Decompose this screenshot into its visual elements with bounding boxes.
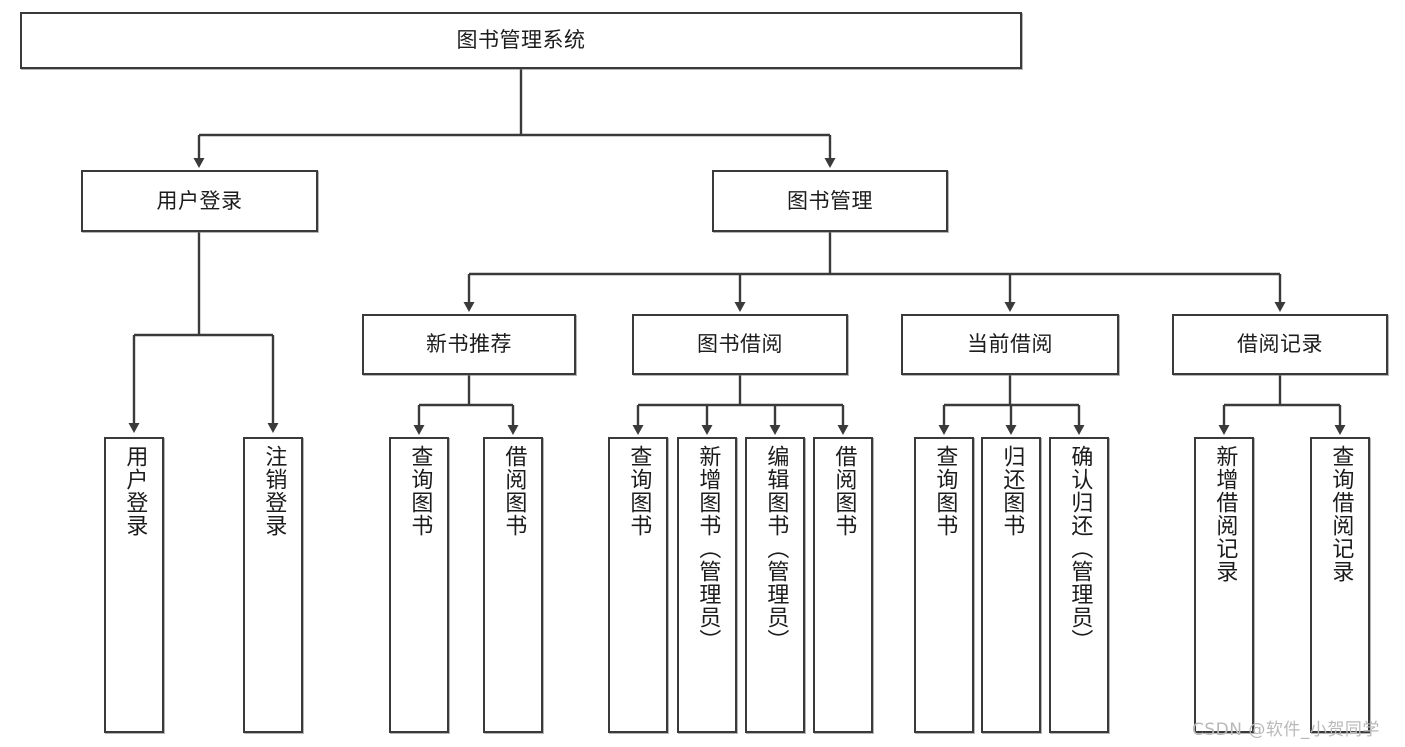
node-current-borrow[interactable]: 当前借阅 <box>901 314 1119 375</box>
leaf-label: 确认归还（管理员） <box>1067 445 1093 652</box>
leaf-label: 编辑图书（管理员） <box>763 445 789 652</box>
leaf-query-book-new[interactable]: 查询图书 <box>389 437 449 733</box>
leaf-query-book-current[interactable]: 查询图书 <box>914 437 974 733</box>
node-user-login[interactable]: 用户登录 <box>81 170 318 232</box>
watermark: CSDN @软件_小贺同学 <box>1192 720 1380 740</box>
leaf-label: 用户登录 <box>122 445 148 537</box>
node-book-management[interactable]: 图书管理 <box>712 170 948 232</box>
leaf-label: 查询图书 <box>407 445 433 537</box>
node-book-management-label: 图书管理 <box>787 188 873 213</box>
leaf-return-book[interactable]: 归还图书 <box>981 437 1041 733</box>
node-current-borrow-label: 当前借阅 <box>967 332 1053 357</box>
leaf-borrow-book-new[interactable]: 借阅图书 <box>483 437 543 733</box>
leaf-query-borrow-record[interactable]: 查询借阅记录 <box>1310 437 1370 733</box>
leaf-label: 借阅图书 <box>831 445 857 537</box>
node-book-borrow-label: 图书借阅 <box>697 332 783 357</box>
node-root[interactable]: 图书管理系统 <box>20 12 1022 69</box>
node-book-borrow[interactable]: 图书借阅 <box>632 314 848 375</box>
leaf-label: 借阅图书 <box>501 445 527 537</box>
leaf-query-book-borrow[interactable]: 查询图书 <box>608 437 668 733</box>
leaf-label: 查询图书 <box>932 445 958 537</box>
node-borrow-record[interactable]: 借阅记录 <box>1172 314 1388 375</box>
leaf-label: 注销登录 <box>261 445 287 537</box>
leaf-user-login[interactable]: 用户登录 <box>104 437 164 733</box>
leaf-label: 新增借阅记录 <box>1212 445 1238 583</box>
leaf-logout[interactable]: 注销登录 <box>243 437 303 733</box>
leaf-edit-book-admin[interactable]: 编辑图书（管理员） <box>745 437 805 733</box>
leaf-confirm-return-admin[interactable]: 确认归还（管理员） <box>1049 437 1109 733</box>
node-new-book-recommend[interactable]: 新书推荐 <box>362 314 576 375</box>
leaf-label: 查询借阅记录 <box>1328 445 1354 583</box>
leaf-add-book-admin[interactable]: 新增图书（管理员） <box>677 437 737 733</box>
node-root-label: 图书管理系统 <box>456 28 586 53</box>
node-user-login-label: 用户登录 <box>156 188 243 213</box>
leaf-add-borrow-record[interactable]: 新增借阅记录 <box>1194 437 1254 733</box>
node-new-book-recommend-label: 新书推荐 <box>426 332 512 357</box>
leaf-label: 新增图书（管理员） <box>695 445 721 652</box>
leaf-borrow-book[interactable]: 借阅图书 <box>813 437 873 733</box>
leaf-label: 查询图书 <box>626 445 652 537</box>
node-borrow-record-label: 借阅记录 <box>1237 332 1323 357</box>
leaf-label: 归还图书 <box>999 445 1025 537</box>
